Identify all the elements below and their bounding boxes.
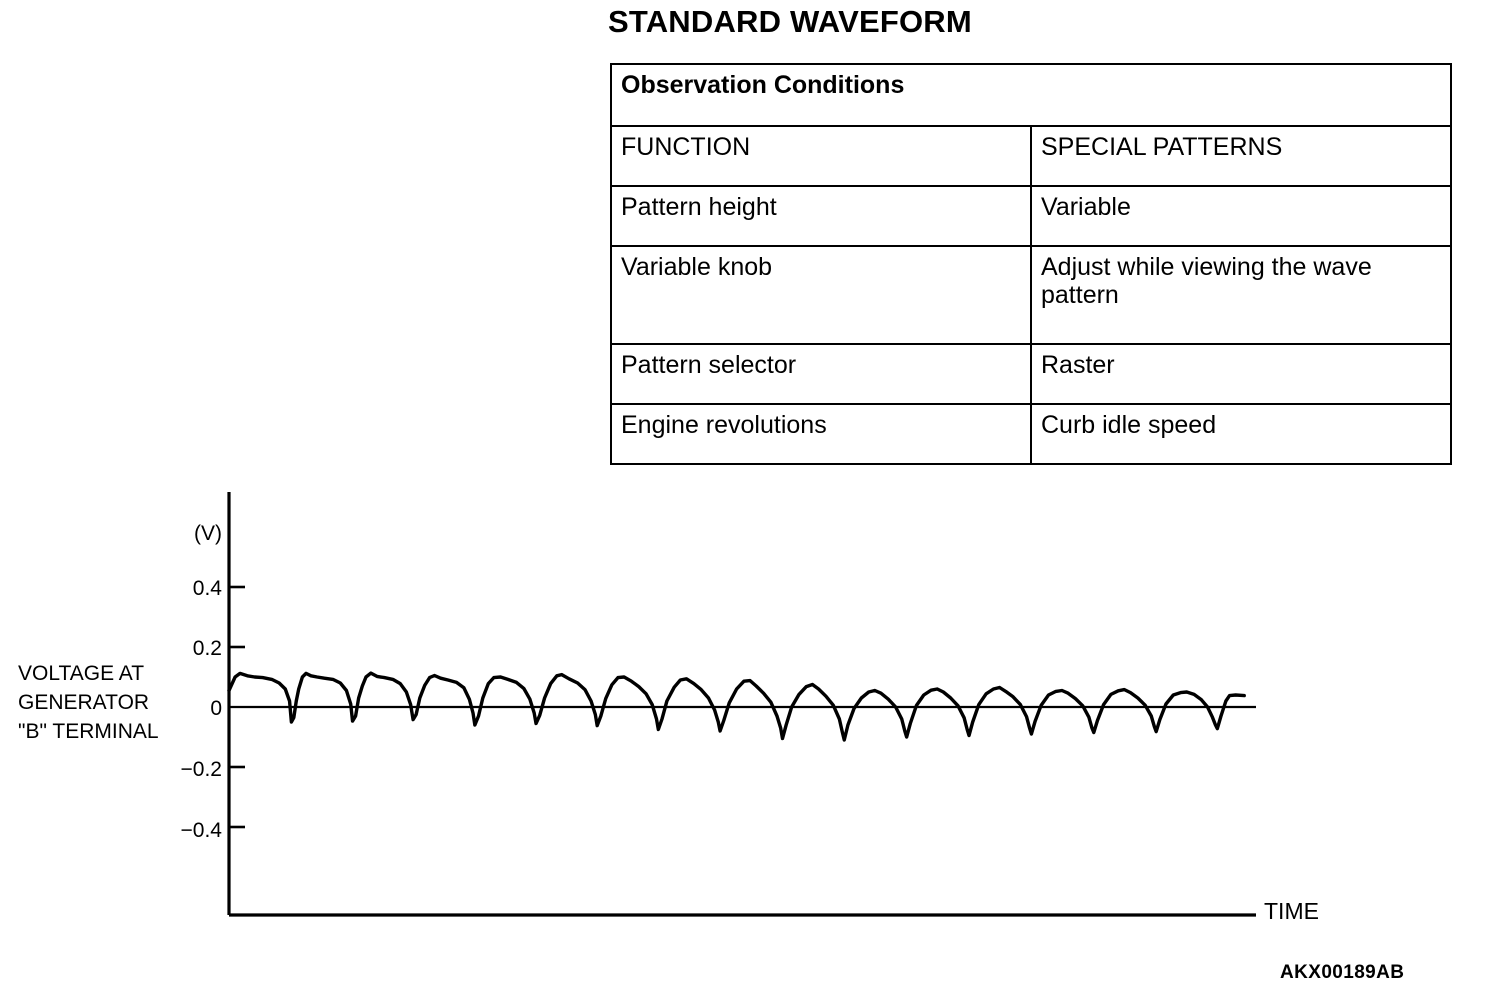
table-row-header: FUNCTION SPECIAL PATTERNS <box>610 125 1452 187</box>
y-tick-label-3: −0.2 <box>180 758 222 781</box>
y-axis-caption-line-2: GENERATOR <box>18 691 150 714</box>
x-axis-label: TIME <box>1264 898 1319 924</box>
cell-function: Pattern height <box>610 185 1032 247</box>
cell-value: Variable <box>1030 185 1452 247</box>
y-tick-label-0: 0.4 <box>192 577 222 600</box>
cell-function: Variable knob <box>610 245 1032 345</box>
cell-value: Adjust while viewing the wave pattern <box>1030 245 1452 345</box>
y-axis-caption-line-3: "B" TERMINAL <box>18 720 159 743</box>
y-tick-label-1: 0.2 <box>192 637 222 660</box>
cell-function: Engine revolutions <box>610 403 1032 465</box>
column-header-special-patterns: SPECIAL PATTERNS <box>1030 125 1452 187</box>
table-row-title: Observation Conditions <box>610 63 1452 127</box>
column-header-function: FUNCTION <box>610 125 1032 187</box>
y-axis-caption-line-1: VOLTAGE AT <box>18 662 145 685</box>
y-axis-caption: VOLTAGE AT GENERATOR "B" TERMINAL <box>18 659 159 746</box>
table-row: Pattern selector Raster <box>610 343 1452 405</box>
waveform-trace <box>227 671 1246 742</box>
table-row: Variable knob Adjust while viewing the w… <box>610 245 1452 345</box>
cell-function: Pattern selector <box>610 343 1032 405</box>
y-axis-ticks <box>229 585 245 829</box>
y-tick-label-4: −0.4 <box>180 819 222 842</box>
chart-axes <box>227 492 1256 917</box>
table-row: Pattern height Variable <box>610 185 1452 247</box>
cell-value: Raster <box>1030 343 1452 405</box>
figure-code: AKX00189AB <box>1280 962 1405 983</box>
table-title-cell: Observation Conditions <box>610 63 1452 127</box>
y-axis-unit-label: (V) <box>194 522 222 545</box>
page-title: STANDARD WAVEFORM <box>608 4 972 39</box>
table-row: Engine revolutions Curb idle speed <box>610 403 1452 465</box>
observation-conditions-table: Observation Conditions FUNCTION SPECIAL … <box>610 63 1452 465</box>
y-tick-label-2: 0 <box>210 697 222 720</box>
cell-value: Curb idle speed <box>1030 403 1452 465</box>
